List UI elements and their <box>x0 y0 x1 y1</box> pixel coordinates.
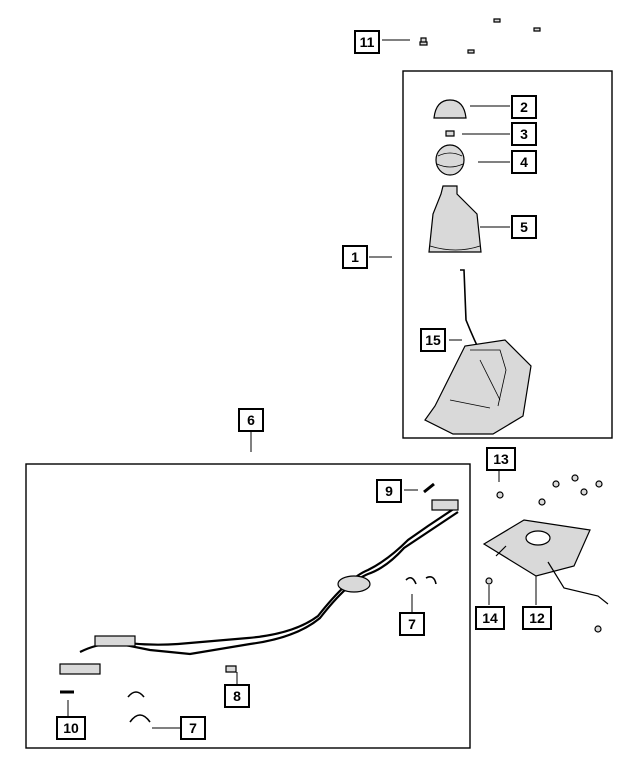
knob-cap-2 <box>433 99 467 119</box>
pin-9 <box>423 482 435 494</box>
callout-5: 5 <box>511 215 537 239</box>
fastener-set-11 <box>419 18 541 54</box>
cable-assembly-box <box>25 463 471 749</box>
knob-4 <box>435 144 465 176</box>
callout-3: 3 <box>511 122 537 146</box>
callout-14: 14 <box>475 606 505 630</box>
nut-14 <box>485 577 493 585</box>
callout-6: 6 <box>238 408 264 432</box>
callout-13: 13 <box>486 447 516 471</box>
callout-11: 11 <box>354 30 380 54</box>
boot-5 <box>428 185 482 253</box>
clip-small <box>127 691 145 698</box>
retainer-8 <box>225 665 237 673</box>
callout-9: 9 <box>376 479 402 503</box>
callout-8: 8 <box>224 684 250 708</box>
callout-10: 10 <box>56 716 86 740</box>
callout-4: 4 <box>511 150 537 174</box>
shifter-assembly-box <box>402 70 613 439</box>
callout-12: 12 <box>522 606 552 630</box>
callout-7b: 7 <box>180 716 206 740</box>
bracket-12 <box>482 519 591 577</box>
callout-2: 2 <box>511 95 537 119</box>
clip-7b <box>129 714 151 723</box>
callout-15: 15 <box>420 328 446 352</box>
callout-7a: 7 <box>399 612 425 636</box>
shifter-base <box>424 339 532 435</box>
bolts-13 <box>496 474 603 506</box>
cable-end-fittings <box>59 499 459 675</box>
callout-1: 1 <box>342 245 368 269</box>
nut-3 <box>445 130 455 137</box>
clip-7a <box>405 576 437 585</box>
